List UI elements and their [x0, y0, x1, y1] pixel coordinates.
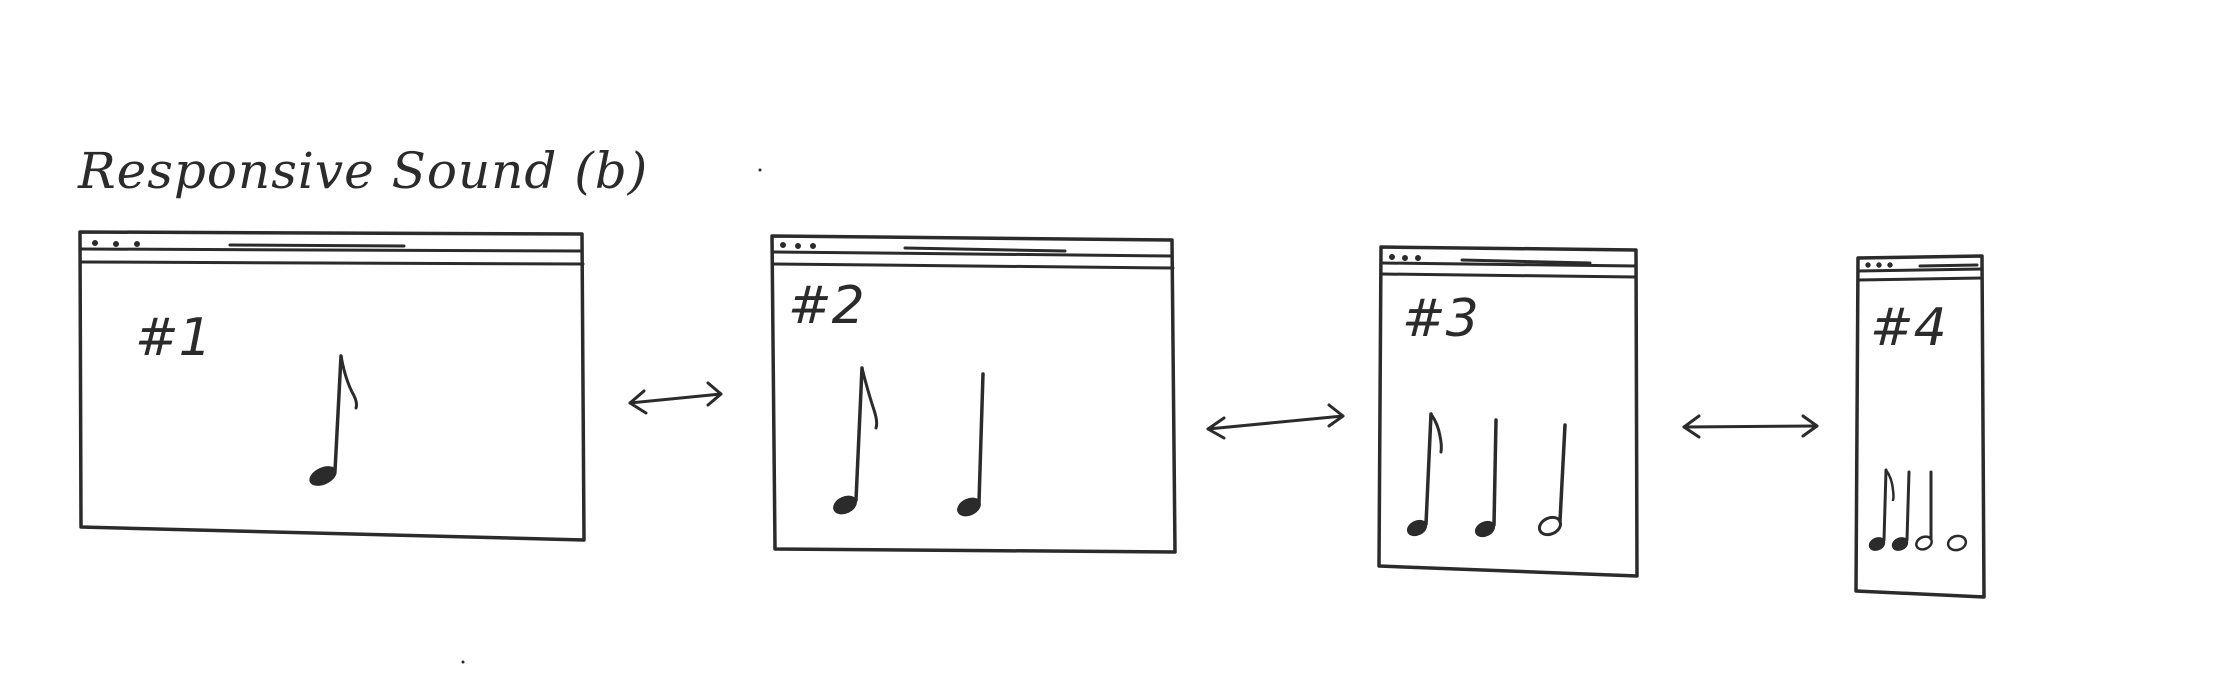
window-controls-icon [780, 242, 816, 249]
double-arrow-icon [628, 381, 723, 415]
browser-window-1: #1 [78, 230, 586, 542]
whole-note-icon [1946, 534, 1968, 552]
quarter-note-icon [957, 372, 985, 517]
window-label: #1 [135, 308, 212, 368]
window-controls-icon [1865, 262, 1893, 268]
diagram-title: Responsive Sound (b) [77, 142, 648, 200]
address-bar [1460, 258, 1592, 265]
browser-window-2: #2 [770, 234, 1177, 554]
quarter-note-icon [1891, 470, 1911, 551]
paper-speck [758, 168, 762, 172]
address-bar [1918, 263, 1979, 268]
double-arrow-icon [1206, 403, 1345, 440]
window-label: #2 [788, 276, 865, 336]
window-controls-icon [1389, 254, 1421, 261]
browser-window-3: #3 [1377, 245, 1639, 578]
address-bar [228, 243, 406, 248]
address-bar [903, 246, 1067, 253]
window-label: #4 [1870, 298, 1947, 358]
window-controls-icon [92, 240, 140, 247]
double-arrow-icon [1682, 414, 1819, 439]
eighth-note-icon [1868, 468, 1895, 551]
eighth-note-icon [309, 354, 358, 486]
window-label: #3 [1402, 289, 1479, 349]
paper-speck [461, 660, 465, 664]
browser-window-4: #4 [1854, 254, 1986, 599]
half-note-icon [1537, 423, 1567, 537]
half-note-icon [1915, 470, 1933, 551]
eighth-note-icon [833, 366, 879, 515]
quarter-note-icon [1474, 418, 1498, 538]
eighth-note-icon [1406, 412, 1443, 537]
